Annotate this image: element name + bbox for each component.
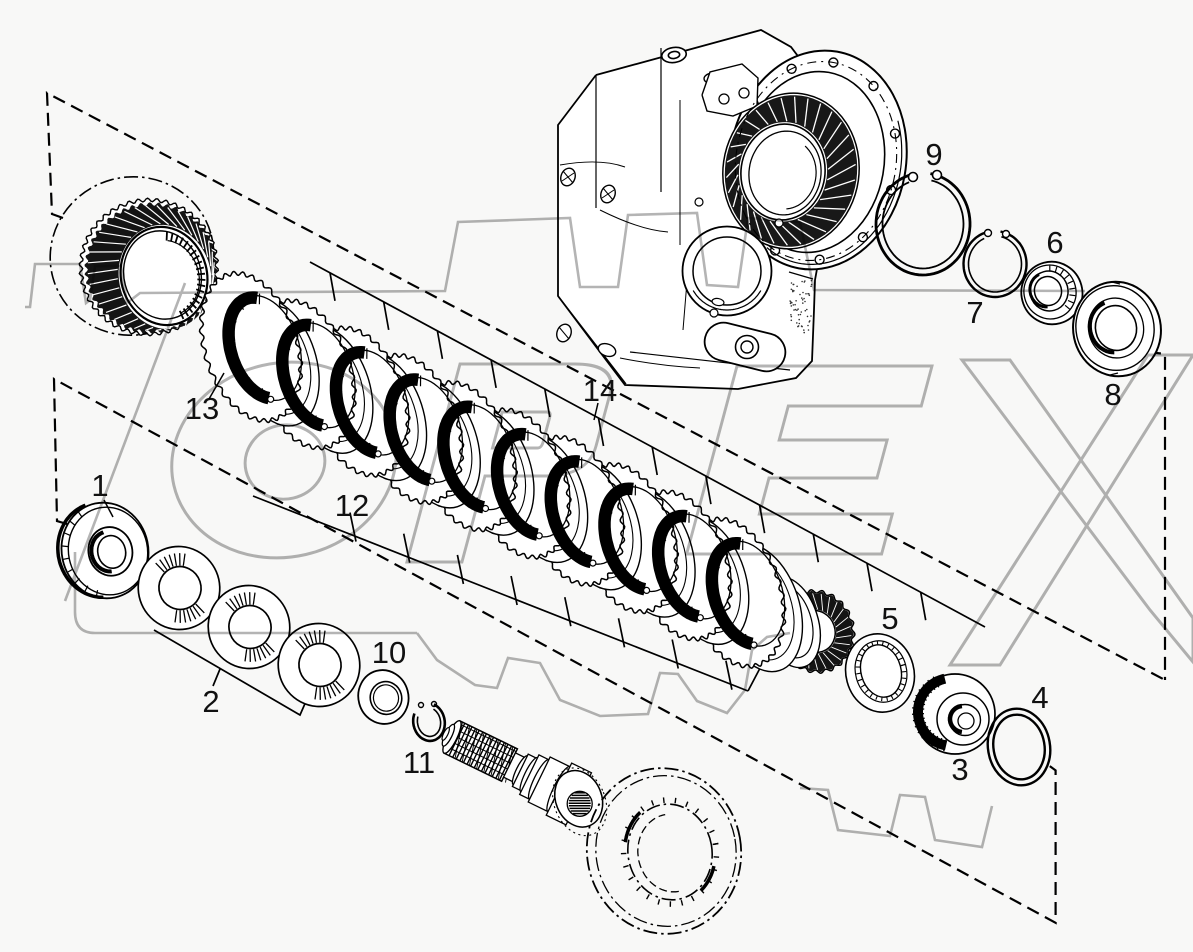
svg-text:5: 5 [881, 601, 898, 636]
svg-text:10: 10 [372, 635, 406, 670]
svg-text:2: 2 [202, 684, 219, 719]
svg-text:1: 1 [91, 468, 108, 503]
svg-text:8: 8 [1104, 377, 1121, 412]
svg-text:9: 9 [925, 137, 942, 172]
svg-text:12: 12 [335, 488, 369, 523]
svg-text:3: 3 [951, 752, 968, 787]
svg-text:13: 13 [185, 391, 219, 426]
svg-text:14: 14 [583, 373, 617, 408]
svg-text:6: 6 [1046, 225, 1063, 260]
svg-text:4: 4 [1031, 680, 1048, 715]
svg-text:11: 11 [403, 745, 435, 780]
svg-text:7: 7 [966, 295, 983, 330]
